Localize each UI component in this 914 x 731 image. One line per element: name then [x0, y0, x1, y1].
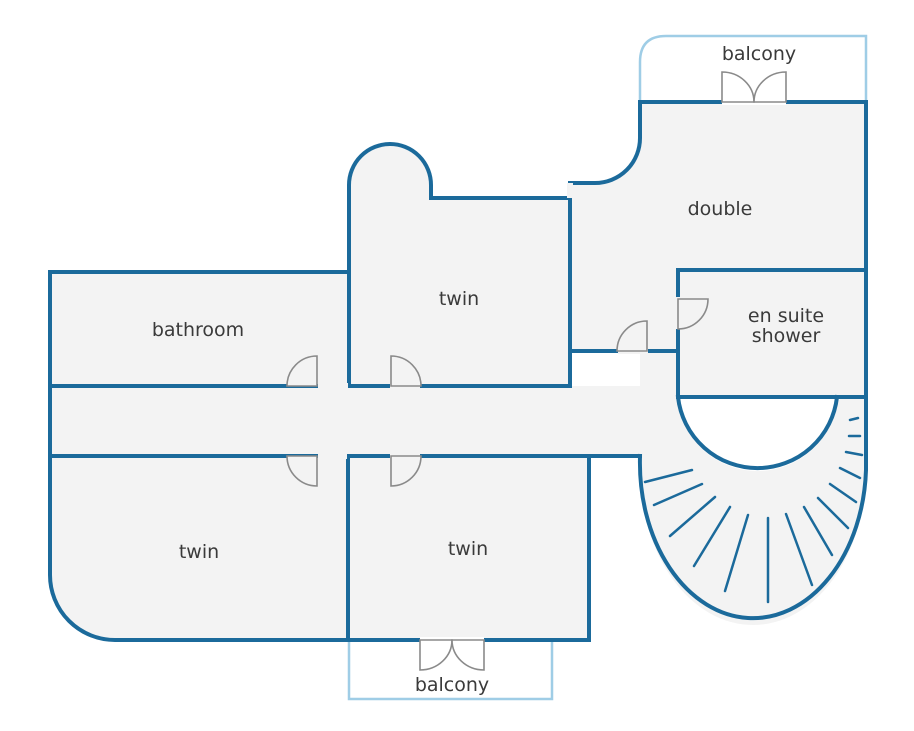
door-swing-icon[interactable] [390, 455, 422, 487]
door-swing-icon[interactable] [616, 320, 648, 352]
doors [286, 71, 787, 671]
door-swing-icon[interactable] [451, 639, 485, 671]
room-label-ensuite-line2: shower [752, 325, 821, 347]
room-label-twin-bottom-right: twin [448, 538, 488, 560]
door-swing-icon[interactable] [419, 639, 453, 671]
floor-fills [50, 102, 866, 640]
door-swing-icon[interactable] [677, 298, 709, 330]
room-label-double: double [688, 198, 753, 220]
door-swing-icon[interactable] [390, 355, 422, 387]
balcony-top-outline [638, 34, 868, 100]
spiral-staircase-icon [643, 416, 864, 604]
room-label-ensuite-line1: en suite [748, 305, 824, 327]
room-label-twin-top: twin [439, 288, 479, 310]
door-swing-icon[interactable] [286, 455, 318, 487]
balcony-bottom-outline [347, 640, 554, 701]
room-labels: bathroom twin double en suite shower twi… [152, 43, 824, 696]
room-label-twin-bottom-left: twin [179, 541, 219, 563]
balcony-label-bottom: balcony [415, 674, 489, 696]
door-swing-icon[interactable] [286, 355, 318, 387]
door-swing-icon[interactable] [753, 71, 787, 103]
balcony-label-top: balcony [722, 43, 796, 65]
door-swing-icon[interactable] [721, 71, 755, 103]
room-label-bathroom: bathroom [152, 319, 244, 341]
